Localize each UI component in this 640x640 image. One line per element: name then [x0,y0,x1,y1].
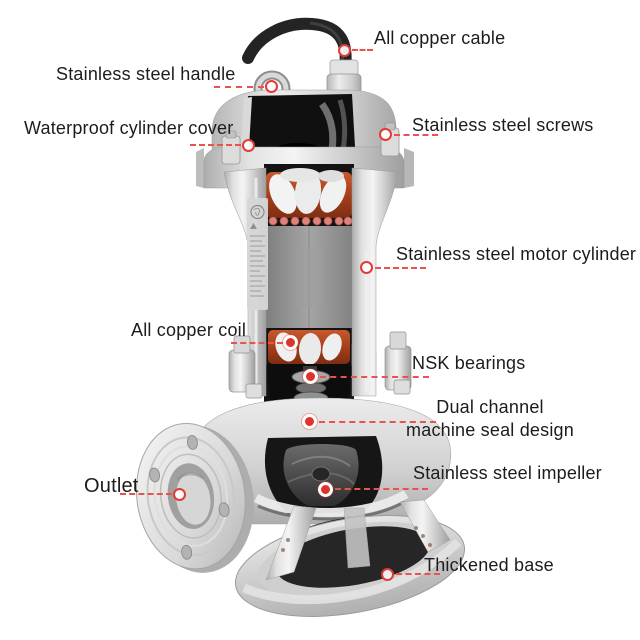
callout-line-coil [231,342,283,344]
callout-dot-handle [265,80,278,93]
callout-dot-cable [338,44,351,57]
callout-label-motor-cylinder: Stainless steel motor cylinder [396,244,637,264]
callout-line-screws [394,134,438,136]
callout-line-cable [352,49,373,51]
callout-label-seal: Dual channel machine seal design [406,397,574,440]
winding-pins [268,216,353,226]
callout-dot-screws [379,128,392,141]
callout-label-coil: All copper coil [131,320,247,340]
callout-label-impeller: Stainless steel impeller [413,463,602,483]
callout-dot-seal [302,414,317,429]
callout-label-bearings: NSK bearings [412,353,526,373]
callout-line-handle [214,86,264,88]
callout-dot-outlet [173,488,186,501]
callout-label-cable: All copper cable [374,28,506,48]
callout-dot-cover [242,139,255,152]
callout-label-screws: Stainless steel screws [412,115,594,135]
callout-dot-impeller [318,482,333,497]
callout-label-cover: Waterproof cylinder cover [24,118,234,138]
nameplate [247,198,268,310]
flange-bolt-holes [149,435,230,560]
callout-line-impeller [335,488,428,490]
callout-dot-motor-cylinder [360,261,373,274]
callout-label-handle: Stainless steel handle [56,64,236,84]
outlet-flange [135,422,254,573]
callout-line-cover [190,144,241,146]
callout-dot-base [381,568,394,581]
callout-label-outlet: Outlet [84,475,139,497]
clamp-bolts [228,331,412,393]
impeller [283,444,359,506]
callout-line-seal [319,421,436,423]
callout-label-base: Thickened base [424,555,554,575]
volute [193,379,451,525]
callout-line-bearings [320,376,429,378]
callout-line-outlet [120,493,172,495]
callout-line-motor-cylinder [375,267,426,269]
callout-dot-coil [283,335,298,350]
callout-line-base [396,573,440,575]
callout-dot-bearings [303,369,318,384]
